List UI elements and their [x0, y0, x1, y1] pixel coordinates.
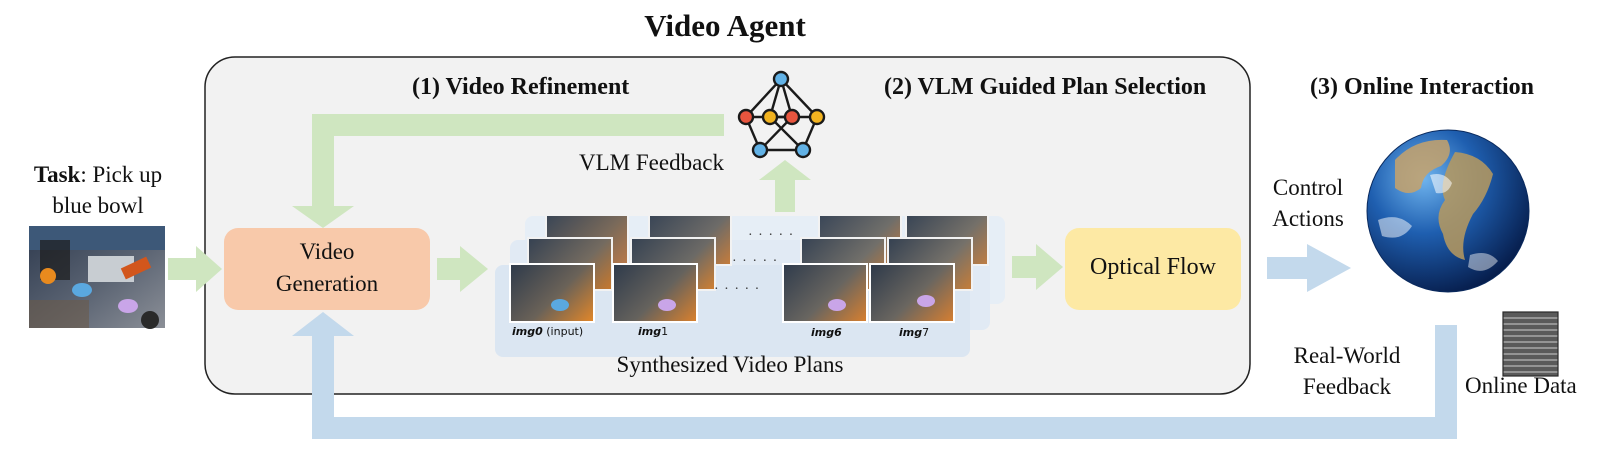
frame-caption-img1: img1 [638, 325, 668, 338]
control-actions-arrow [1267, 244, 1351, 292]
video-generation-label-line1: Video [299, 239, 355, 264]
online-data-label: Online Data [1465, 373, 1577, 398]
task-label-text: : Pick up [80, 162, 163, 187]
vlm-feedback-label: VLM Feedback [579, 150, 724, 175]
real-world-feedback-loop-arrow [292, 312, 1457, 439]
frame-caption-img7-suffix: 7 [922, 326, 930, 339]
control-actions-label-line2: Actions [1272, 206, 1344, 231]
earth-globe-icon [1366, 129, 1530, 293]
video-generation-label-line2: Generation [275, 271, 379, 296]
frame-caption-img1-name: img [638, 325, 662, 338]
diagram-title: Video Agent [644, 8, 806, 43]
plans-to-vlm-arrow [759, 160, 811, 212]
vlm-feedback-loop-arrow [292, 114, 724, 228]
task-label-line2: blue bowl [52, 193, 144, 218]
frame-caption-img6: img6 [811, 326, 842, 339]
generation-to-plans-arrow [437, 246, 488, 292]
video-generation-label: Video Generation [224, 236, 430, 300]
control-actions-label-line1: Control [1272, 175, 1344, 200]
stage-label-online-interaction: (3) Online Interaction [1310, 74, 1534, 100]
video-generation-node [224, 228, 430, 310]
frame-caption-img1-suffix: 1 [661, 325, 669, 338]
stage-label-plan-selection: (2) VLM Guided Plan Selection [884, 74, 1207, 100]
task-to-generation-arrow [168, 246, 222, 292]
real-world-feedback-label: Real-World Feedback [1272, 340, 1422, 402]
plans-to-optical-flow-arrow [1012, 244, 1063, 290]
optical-flow-label: Optical Flow [1090, 254, 1216, 280]
real-world-feedback-label-line1: Real-World [1293, 343, 1401, 368]
frames-ellipsis: · · · · · [732, 254, 779, 269]
graph-network-icon [737, 70, 826, 159]
stage-label-video-refinement: (1) Video Refinement [412, 74, 630, 100]
optical-flow-node [1065, 228, 1241, 310]
video-frame [612, 263, 698, 323]
task-label: Task: Pick up blue bowl [18, 159, 178, 221]
task-label-bold: Task [33, 162, 81, 187]
real-world-feedback-label-line2: Feedback [1302, 374, 1392, 399]
control-actions-label: Control Actions [1253, 172, 1363, 234]
frame-caption-img0: img0 (input) [512, 325, 583, 338]
frames-ellipsis: · · · · · [748, 228, 795, 243]
frame-caption-img7-name: img [899, 326, 923, 339]
frame-caption-img6-name: img6 [811, 326, 842, 339]
video-frame [509, 263, 595, 323]
video-frame [869, 263, 955, 323]
synthesized-video-plans-label: Synthesized Video Plans [616, 352, 844, 377]
frame-caption-img0-suffix: (input) [542, 325, 584, 338]
video-frame [782, 263, 868, 323]
frame-caption-img0-name: img0 [512, 325, 543, 338]
frames-ellipsis: · · · · · [714, 282, 761, 297]
frame-caption-img7: img7 [899, 326, 929, 339]
kitchen-scene-image [29, 226, 165, 329]
data-stack-icon [1502, 311, 1559, 377]
